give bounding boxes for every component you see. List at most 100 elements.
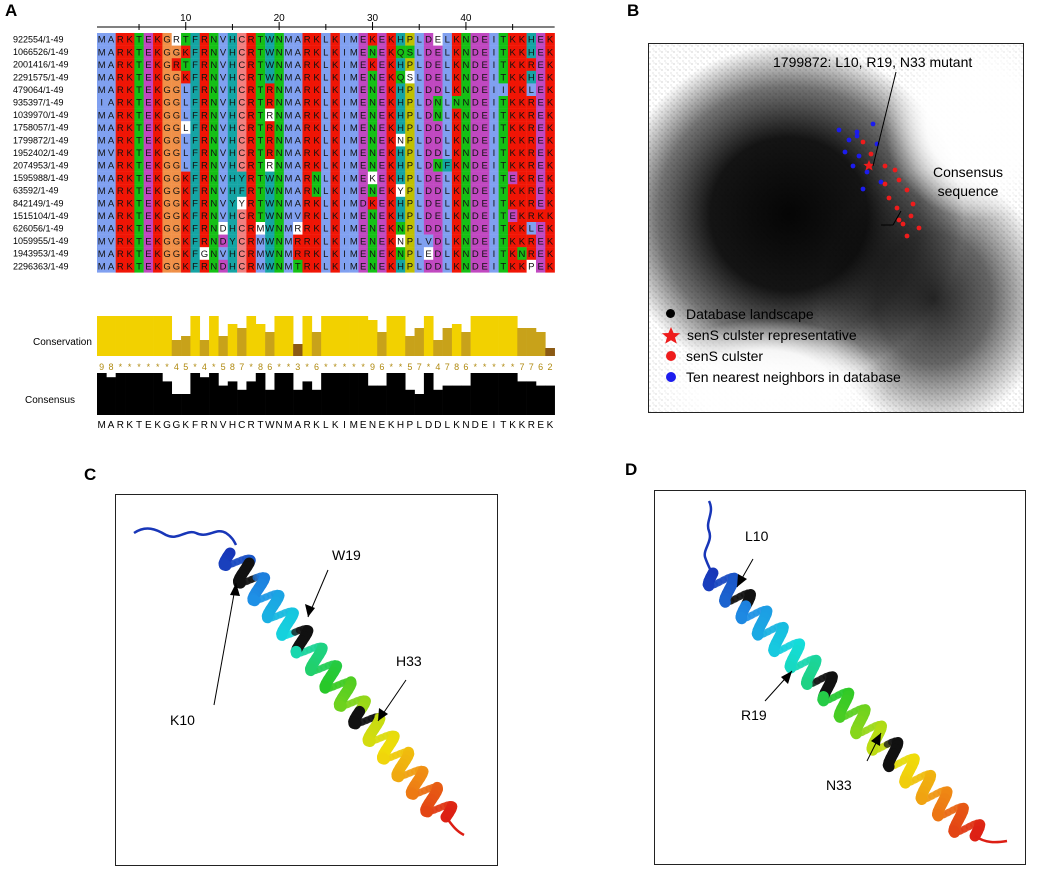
residue-letter: K — [127, 60, 134, 71]
residue-letter: H — [229, 211, 236, 222]
residue-letter: N — [210, 35, 217, 46]
residue-letter: K — [509, 35, 516, 46]
residue-letter: F — [192, 224, 198, 235]
residue-letter: D — [472, 236, 479, 247]
residue-letter: T — [295, 262, 301, 273]
cluster-point — [901, 222, 906, 227]
residue-letter: I — [493, 236, 496, 247]
residue-letter: R — [201, 35, 208, 46]
residue-letter: G — [163, 60, 170, 71]
residue-letter: F — [192, 98, 198, 109]
residue-letter: G — [173, 85, 180, 96]
residue-letter: K — [332, 161, 339, 172]
consensus-bar — [284, 373, 294, 415]
residue-letter: K — [519, 98, 526, 109]
residue-letter: G — [163, 47, 170, 58]
residue-letter: P — [407, 148, 413, 159]
residue-letter: E — [360, 110, 366, 121]
cluster-point — [883, 164, 888, 169]
conservation-score: * — [483, 362, 487, 372]
residue-letter: F — [192, 236, 198, 247]
residue-letter: L — [445, 136, 450, 147]
residue-letter: T — [136, 136, 142, 147]
residue-letter: K — [155, 98, 162, 109]
residue-letter: W — [265, 186, 274, 197]
consensus-letter: N — [462, 420, 469, 431]
residue-letter: W — [265, 199, 274, 210]
residue-letter: K — [155, 123, 162, 134]
residue-letter: G — [163, 148, 170, 159]
residue-letter: T — [500, 249, 506, 260]
residue-letter: E — [145, 173, 151, 184]
residue-letter: R — [304, 47, 311, 58]
residue-letter: E — [145, 73, 151, 84]
residue-letter: G — [173, 110, 180, 121]
residue-letter: G — [163, 161, 170, 172]
conservation-score: * — [502, 362, 506, 372]
residue-letter: R — [201, 199, 208, 210]
residue-letter: F — [192, 136, 198, 147]
residue-letter: R — [304, 211, 311, 222]
residue-letter: I — [343, 161, 346, 172]
helix-segment — [856, 732, 857, 733]
residue-letter: C — [238, 249, 245, 260]
residue-letter: R — [266, 85, 273, 96]
legend-label: Ten nearest neighbors in database — [686, 369, 901, 385]
residue-letter: E — [537, 262, 543, 273]
residue-letter: R — [248, 35, 255, 46]
sequence-id: 935397/1-49 — [13, 98, 64, 108]
residue-letter: I — [493, 35, 496, 46]
residue-letter: R — [248, 186, 255, 197]
residue-letter: T — [136, 47, 142, 58]
residue-letter: D — [472, 35, 479, 46]
consensus-letter: K — [332, 420, 339, 431]
residue-letter: A — [108, 136, 115, 147]
residue-letter: D — [434, 249, 441, 260]
residue-letter: I — [493, 136, 496, 147]
residue-letter: D — [472, 123, 479, 134]
residue-letter: K — [388, 123, 395, 134]
residue-letter: K — [547, 35, 554, 46]
residue-letter: T — [500, 199, 506, 210]
residue-letter: M — [98, 199, 106, 210]
residue-letter: K — [509, 224, 516, 235]
residue-letter: R — [248, 236, 255, 247]
consensus-letter: M — [97, 420, 105, 431]
residue-letter: R — [528, 211, 535, 222]
residue-letter: T — [500, 136, 506, 147]
residue-letter: T — [136, 148, 142, 159]
residue-letter: R — [266, 136, 273, 147]
consensus-letter: H — [229, 420, 236, 431]
residue-letter: M — [285, 73, 293, 84]
residue-letter: N — [369, 47, 376, 58]
residue-letter: K — [547, 98, 554, 109]
helix-segment — [921, 798, 922, 799]
helix-segment — [354, 723, 356, 724]
helix-segment — [839, 716, 840, 717]
residue-letter: E — [537, 199, 543, 210]
helix-segment — [806, 683, 807, 684]
residue-letter: L — [323, 136, 328, 147]
residue-letter: R — [201, 211, 208, 222]
residue-letter: E — [360, 224, 366, 235]
residue-letter: K — [509, 85, 516, 96]
residue-letter: S — [407, 47, 413, 58]
residue-letter: L — [183, 85, 188, 96]
residue-letter: D — [434, 136, 441, 147]
residue-letter: H — [397, 60, 404, 71]
residue-letter: K — [155, 73, 162, 84]
residue-letter: E — [481, 236, 487, 247]
residue-letter: A — [295, 199, 302, 210]
residue-letter: L — [417, 211, 422, 222]
conservation-bar — [134, 316, 144, 356]
residue-letter: M — [285, 262, 293, 273]
residue-letter: T — [136, 85, 142, 96]
residue-letter: L — [445, 98, 450, 109]
consensus-letter: D — [434, 420, 441, 431]
residue-letter: R — [173, 35, 180, 46]
